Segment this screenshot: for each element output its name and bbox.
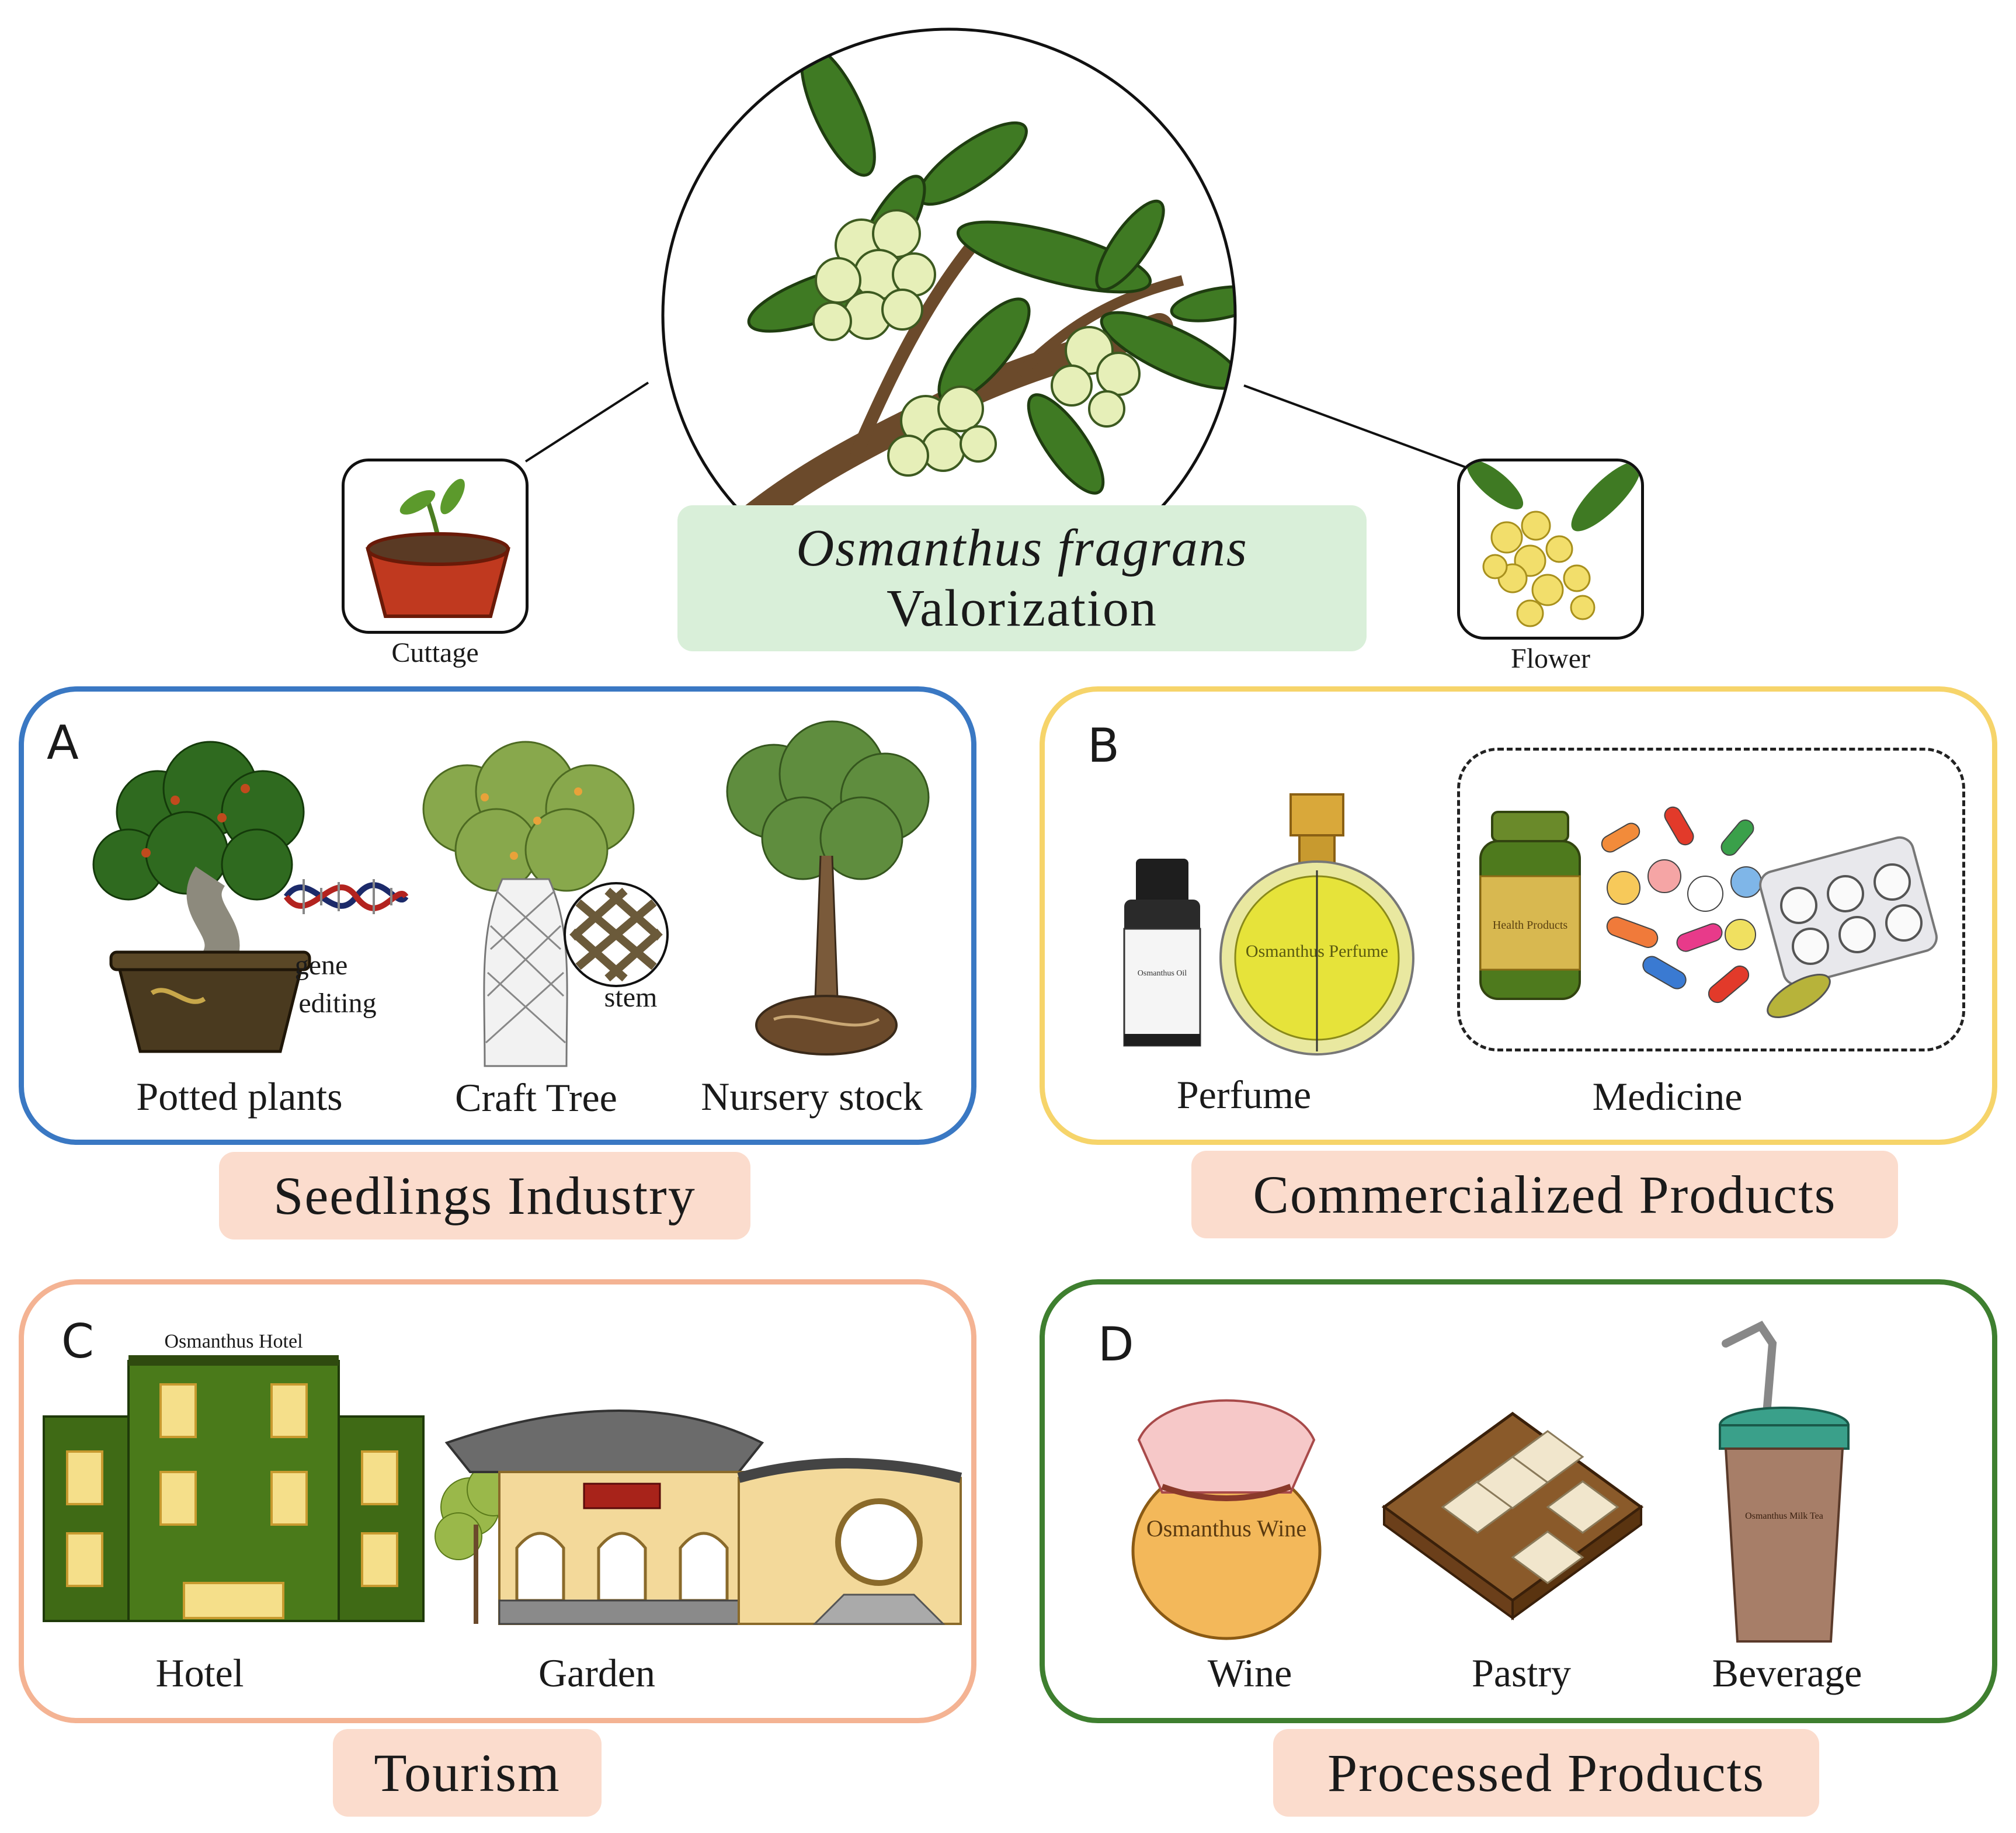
- flower-thumbnail: [1457, 459, 1644, 640]
- oil-bottle-icon: Osmanthus Oil: [1123, 859, 1201, 1047]
- panel-c: [19, 1279, 976, 1723]
- flower-label: Flower: [1511, 643, 1590, 674]
- health-products-label: Health Products: [1493, 919, 1568, 932]
- hotel-sign: Osmanthus Hotel: [164, 1331, 303, 1352]
- item-medicine: Medicine: [1592, 1074, 1743, 1119]
- item-nursery-stock: Nursery stock: [701, 1074, 923, 1119]
- potted-bonsai-icon: [92, 741, 311, 1053]
- item-garden: Garden: [538, 1651, 656, 1695]
- hotel-building-icon: [43, 1355, 425, 1622]
- panel-b-letter: B: [1087, 718, 1120, 773]
- panel-d: [1040, 1279, 1997, 1723]
- panel-c-letter: C: [61, 1314, 94, 1369]
- gene-annotation: gene: [294, 950, 348, 981]
- dna-helix-icon: [283, 879, 409, 914]
- pastry-tray-icon: [1381, 1411, 1644, 1620]
- milk-tea-label: Osmanthus Milk Tea: [1745, 1511, 1823, 1521]
- item-beverage: Beverage: [1712, 1651, 1862, 1695]
- item-pastry: Pastry: [1472, 1651, 1571, 1695]
- panel-b: [1040, 686, 1997, 1145]
- cuttage-thumbnail: [342, 459, 529, 634]
- oil-bottle-label: Osmanthus Oil: [1138, 969, 1187, 978]
- osmanthus-flower-cluster-icon: [812, 209, 1141, 477]
- banner-commercialized-products: Commercialized Products: [1191, 1151, 1898, 1238]
- blister-pack-icon: [1759, 836, 1938, 1018]
- item-potted-plants: Potted plants: [136, 1074, 343, 1119]
- item-craft-tree: Craft Tree: [455, 1075, 617, 1120]
- item-perfume: Perfume: [1176, 1072, 1312, 1117]
- species-name: Osmanthus fragrans: [796, 519, 1248, 577]
- panel-a: [19, 686, 976, 1145]
- chinese-garden-icon: [435, 1410, 962, 1625]
- panel-a-letter: A: [47, 716, 79, 770]
- banner-processed-products: Processed Products: [1273, 1729, 1819, 1817]
- item-hotel: Hotel: [155, 1651, 244, 1695]
- item-wine: Wine: [1207, 1651, 1292, 1695]
- medicine-group-box: [1457, 748, 1965, 1051]
- center-title-banner: Osmanthus fragrans Valorization: [677, 505, 1367, 651]
- perfume-bottle-icon: Osmanthus Perfume: [1219, 793, 1414, 1056]
- nursery-tree-icon: [726, 720, 930, 1056]
- cuttage-label: Cuttage: [391, 637, 479, 668]
- health-products-jar-icon: Health Products: [1479, 811, 1581, 1000]
- banner-seedlings-industry: Seedlings Industry: [219, 1152, 750, 1240]
- seedling-pot-icon: [366, 478, 510, 618]
- wine-jar-icon: Osmanthus Wine: [1131, 1399, 1322, 1640]
- milk-tea-cup-icon: Osmanthus Milk Tea: [1719, 1320, 1850, 1643]
- osmanthus-flower-icon: [1466, 461, 1641, 627]
- wine-jar-label: Osmanthus Wine: [1146, 1515, 1306, 1542]
- panel-d-letter: D: [1098, 1317, 1134, 1372]
- stem-lattice-zoom-icon: [564, 882, 669, 987]
- valorization-label: Valorization: [887, 579, 1158, 637]
- center-circle: [645, 23, 1253, 607]
- banner-tourism: Tourism: [333, 1729, 602, 1817]
- stem-annotation: stem: [604, 982, 658, 1013]
- pills-pile-icon: [1601, 806, 1762, 1004]
- editing-annotation: editing: [298, 988, 377, 1019]
- craft-tree-icon: [422, 741, 635, 1067]
